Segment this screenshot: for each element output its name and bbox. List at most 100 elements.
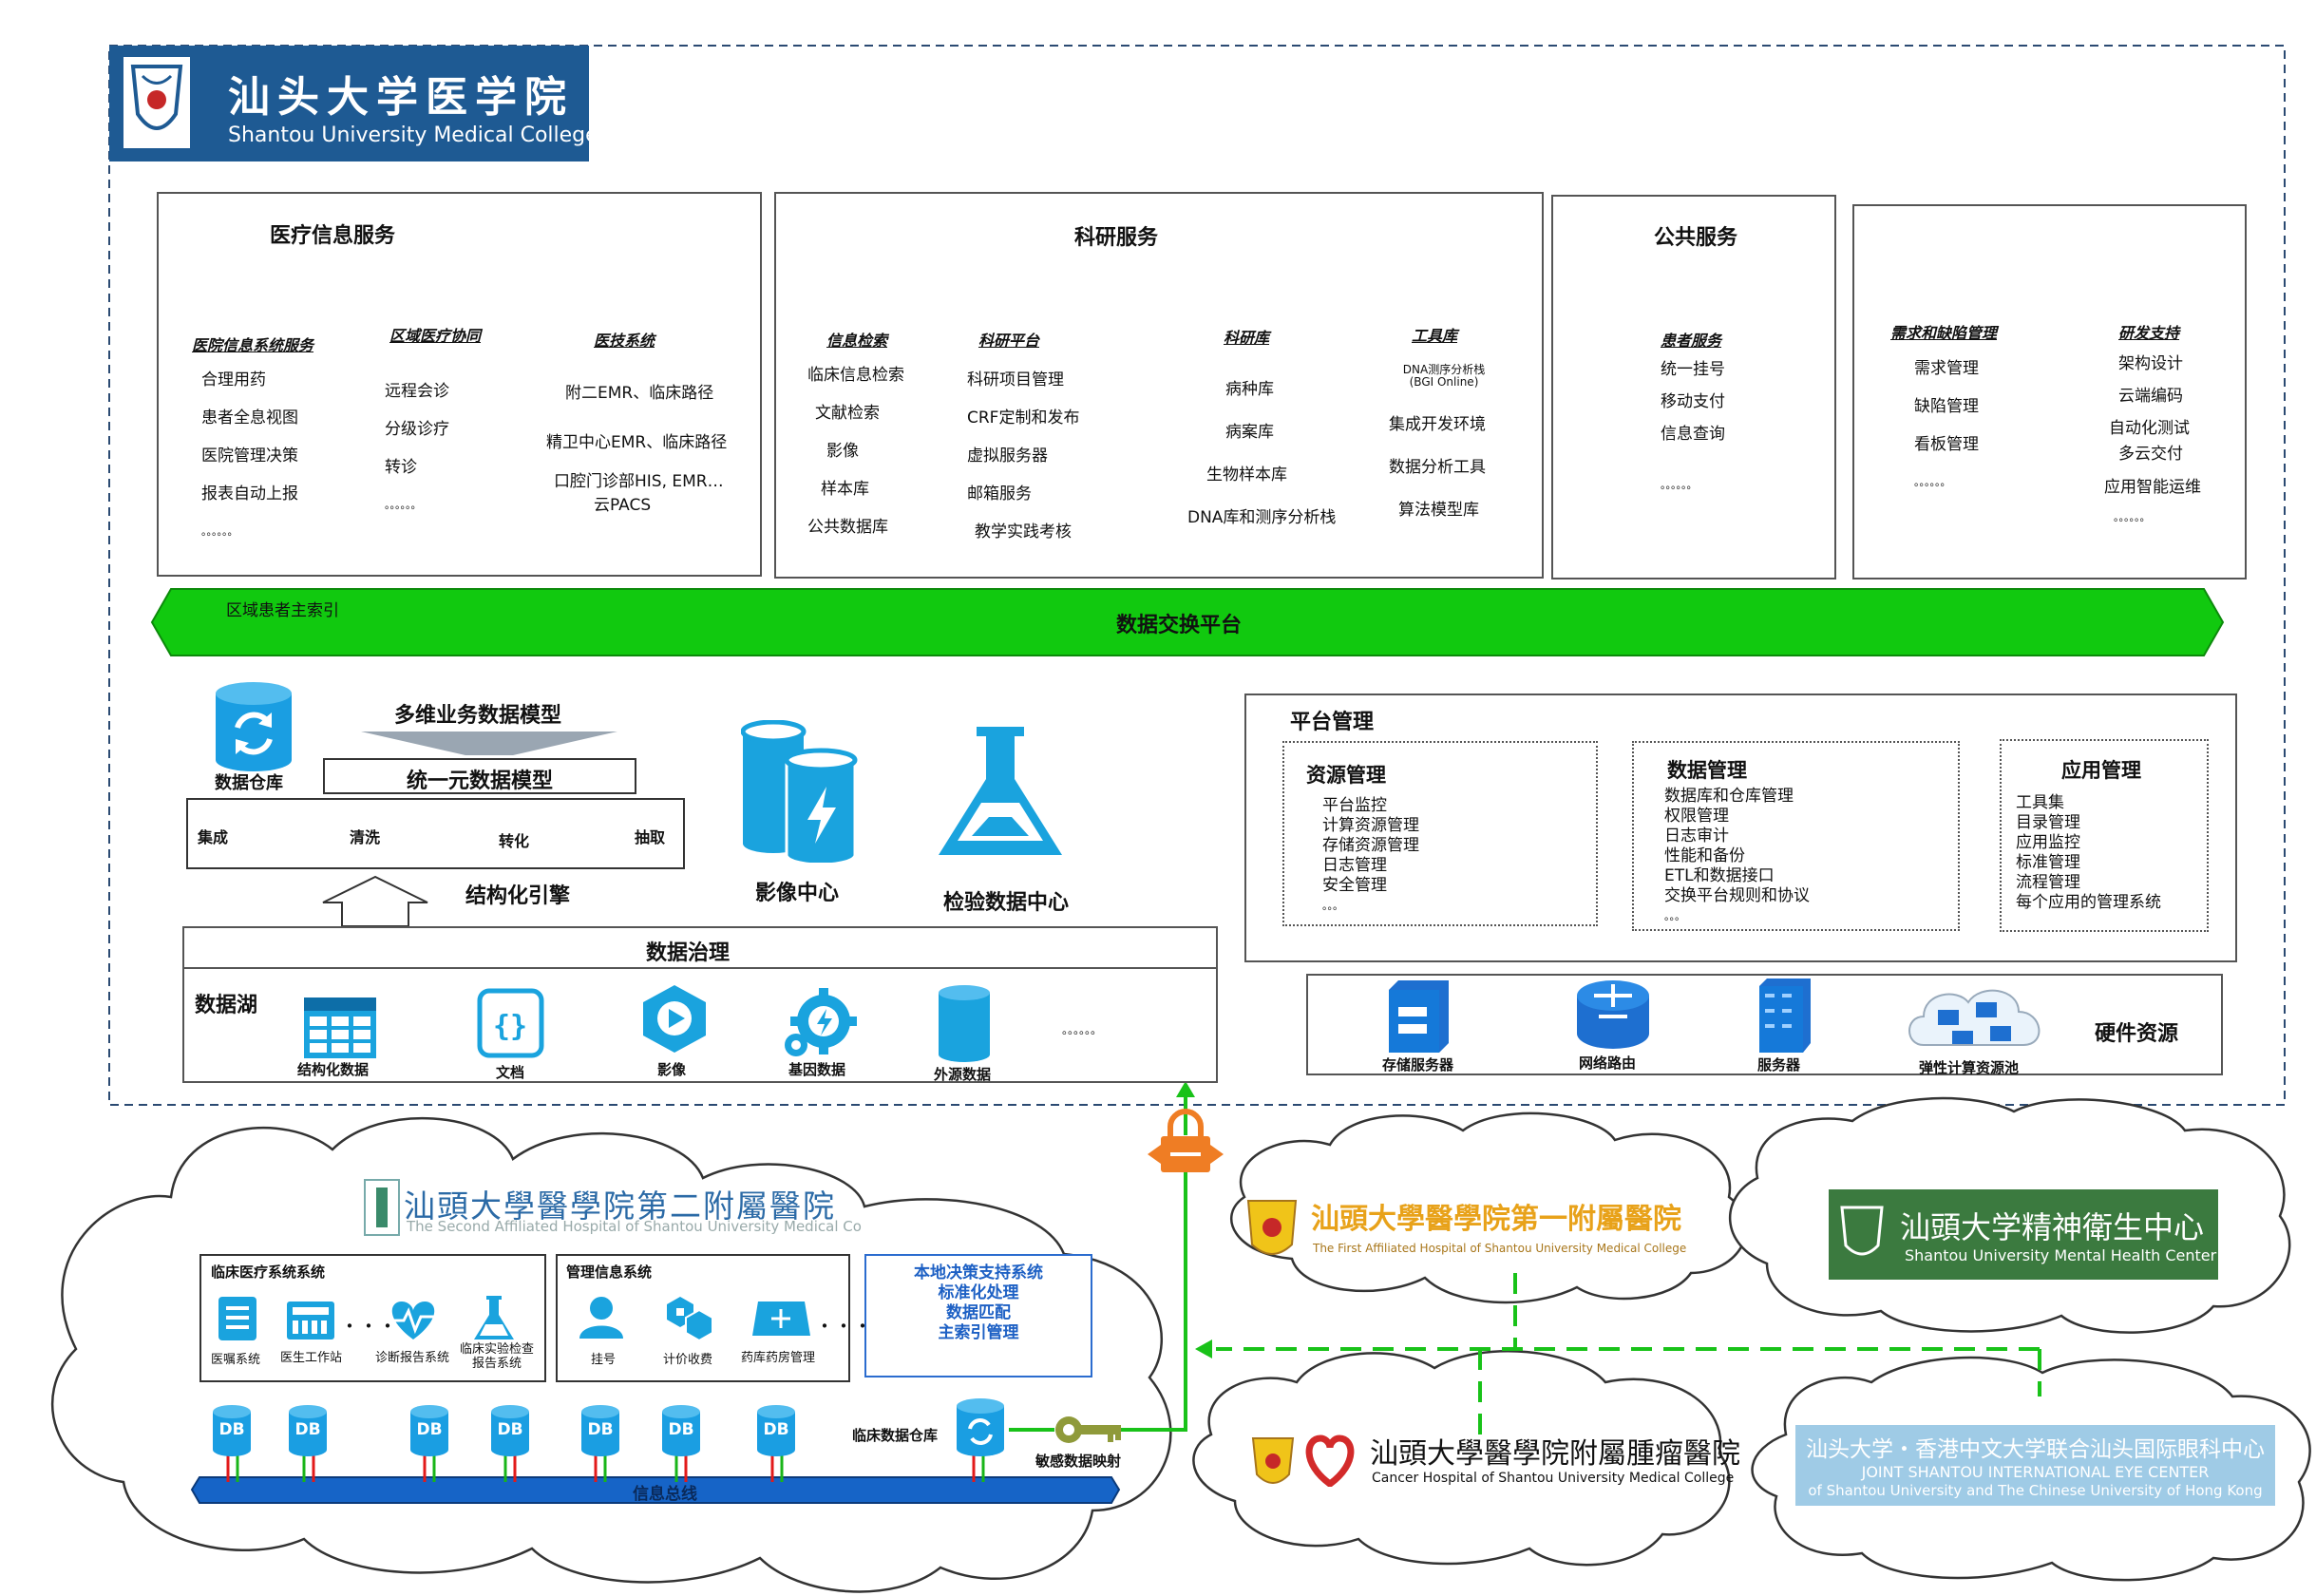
list-item: 临床信息检索 bbox=[807, 366, 904, 385]
eye-name-en1: JOINT SHANTOU INTERNATIONAL EYE CENTER bbox=[1861, 1463, 2210, 1481]
hardware-label: 服务器 bbox=[1757, 1056, 1801, 1074]
multi-model-label: 多维业务数据模型 bbox=[394, 704, 562, 728]
etl-box bbox=[186, 798, 685, 869]
flask-icon bbox=[939, 727, 1062, 855]
medical-group-list: 附二EMR、临床路径 精卫中心EMR、临床路径 口腔门诊部HIS, EMR… 云… bbox=[546, 369, 727, 515]
etl-step: 抽取 bbox=[635, 828, 666, 846]
warehouse-label: 数据仓库 bbox=[215, 773, 283, 793]
cancer-name-en: Cancer Hospital of Shantou University Me… bbox=[1372, 1471, 1735, 1486]
cancer-name-cn: 汕頭大學醫學院附屬腫瘤醫院 bbox=[1370, 1437, 1740, 1471]
list-item: 目录管理 bbox=[2016, 813, 2080, 832]
hardware-label: 网络路由 bbox=[1579, 1054, 1637, 1072]
lake-item-label: 结构化数据 bbox=[297, 1061, 370, 1078]
lake-item-label: 基因数据 bbox=[788, 1061, 846, 1078]
sensitive-mapping-label: 敏感数据映射 bbox=[1035, 1453, 1122, 1470]
list-item: 。。。。。。 bbox=[1914, 476, 1951, 488]
resource-mgmt-box bbox=[1282, 741, 1598, 926]
management-item: 挂号 bbox=[591, 1353, 617, 1367]
research-group-list: 科研项目管理 CRF定制和发布 虚拟服务器 邮箱服务 教学实践考核 bbox=[967, 361, 1079, 551]
medical-group-title: 医技系统 bbox=[594, 332, 655, 350]
list-item: 病案库 bbox=[1225, 423, 1274, 442]
list-item: 数据库和仓库管理 bbox=[1664, 787, 1794, 806]
dna-stack: DNA测序分析栈 bbox=[1402, 363, 1486, 376]
engine-up-arrow bbox=[322, 875, 428, 927]
list-item: 虚拟服务器 bbox=[967, 446, 1048, 466]
db-label: DB bbox=[416, 1420, 443, 1439]
clinical-item: 医嘱系统 bbox=[211, 1353, 261, 1367]
list-item: 应用监控 bbox=[2016, 833, 2080, 852]
platform-panel bbox=[1244, 694, 2237, 962]
lake-item-label: 影像 bbox=[657, 1061, 687, 1078]
clinical-item: 医生工作站 bbox=[280, 1351, 343, 1365]
list-item: 数据分析工具 bbox=[1389, 458, 1486, 477]
hospital2-name-en: The Second Affiliated Hospital of Shanto… bbox=[407, 1218, 862, 1235]
db-cylinder-icon: DB bbox=[489, 1404, 531, 1457]
logo-en: Shantou University Medical College bbox=[228, 124, 598, 147]
workstation-icon bbox=[287, 1302, 334, 1340]
list-item: 。。。。。。 bbox=[2114, 511, 2151, 523]
list-item: 数据匹配 bbox=[946, 1303, 1011, 1322]
list-item: 标准化处理 bbox=[938, 1283, 1019, 1302]
table-icon bbox=[304, 998, 376, 1058]
db-cylinder-icon: DB bbox=[211, 1404, 253, 1457]
list-item: ETL和数据接口 bbox=[1664, 866, 1775, 885]
devsupport-title: 研发支持服务 bbox=[1984, 230, 2110, 254]
public-group-title: 患者服务 bbox=[1661, 332, 1722, 350]
db-label: DB bbox=[763, 1420, 789, 1439]
medical-group-title: 区域医疗协同 bbox=[389, 327, 482, 345]
database-icon bbox=[939, 985, 990, 1062]
list-item: 缺陷管理 bbox=[1914, 397, 1979, 416]
devsupport-panel bbox=[1852, 204, 2247, 580]
mental-health-emblem-icon bbox=[1840, 1206, 1884, 1256]
list-item: 看板管理 bbox=[1914, 435, 1979, 454]
db-label: DB bbox=[668, 1420, 694, 1439]
management-more: ・・・ bbox=[815, 1315, 872, 1338]
list-item: 公共数据库 bbox=[807, 518, 888, 537]
list-item: 日志管理 bbox=[1322, 856, 1387, 875]
app-mgmt-box bbox=[2000, 739, 2209, 932]
lake-item-label: 外源数据 bbox=[934, 1066, 992, 1083]
lab-center-label: 检验数据中心 bbox=[943, 891, 1070, 915]
research-group-list: 临床信息检索 文献检索 影像 样本库 公共数据库 bbox=[807, 356, 904, 546]
list-item: 自动化测试 bbox=[2109, 419, 2190, 438]
data-mgmt-title: 数据管理 bbox=[1667, 759, 1747, 782]
heart-ribbon-icon bbox=[1305, 1434, 1355, 1487]
list-item: 架构设计 bbox=[2118, 354, 2183, 373]
list-item: 转诊 bbox=[385, 458, 417, 477]
list-item: 精卫中心EMR、临床路径 bbox=[546, 433, 728, 452]
public-title: 公共服务 bbox=[1653, 226, 1737, 250]
research-group-title: 科研平台 bbox=[978, 332, 1040, 350]
dashed-links bbox=[1216, 1273, 2041, 1434]
list-item: 存储资源管理 bbox=[1322, 836, 1419, 855]
hospital1-name-cn: 汕頭大學醫學院第一附屬醫院 bbox=[1311, 1203, 1681, 1236]
cloud-compute-icon bbox=[1908, 989, 2041, 1046]
smu-emblem-icon bbox=[123, 57, 190, 148]
mental-name-cn: 汕頭大学精神衛生中心 bbox=[1900, 1209, 2205, 1245]
list-item: 每个应用的管理系统 bbox=[2016, 893, 2161, 912]
heartbeat-icon bbox=[390, 1302, 436, 1340]
lake-item-label: 文档 bbox=[496, 1064, 525, 1081]
list-item: 日志审计 bbox=[1664, 826, 1729, 846]
public-group-list: 统一挂号 移动支付 信息查询 。。。。。。 bbox=[1661, 353, 1725, 502]
db-label: DB bbox=[587, 1420, 614, 1439]
hardware-label: 弹性计算资源池 bbox=[1919, 1059, 2020, 1076]
exchange-sublabel: 区域患者主索引 bbox=[226, 601, 339, 620]
medical-title: 医疗信息服务 bbox=[269, 224, 395, 248]
list-item: 口腔门诊部HIS, EMR… bbox=[554, 472, 724, 491]
db-cylinder-icon: DB bbox=[660, 1404, 702, 1457]
key-icon bbox=[1055, 1416, 1121, 1443]
database-sync-icon bbox=[216, 682, 292, 771]
devsupport-group-title: 研发支持 bbox=[2118, 324, 2180, 342]
list-item: 移动支付 bbox=[1661, 392, 1725, 411]
clinical-item: 诊断报告系统 bbox=[375, 1351, 450, 1365]
list-item: 计算资源管理 bbox=[1322, 816, 1419, 835]
devsupport-group-list: 需求管理 缺陷管理 看板管理 。。。。。。 bbox=[1914, 350, 1979, 502]
list-item: 样本库 bbox=[821, 480, 869, 499]
governance-divider bbox=[182, 967, 1218, 969]
exchange-title: 数据交换平台 bbox=[1116, 614, 1243, 637]
list-item: 云PACS bbox=[594, 496, 652, 515]
server-icon bbox=[1759, 978, 1811, 1053]
research-panel bbox=[774, 192, 1544, 579]
smu-logo: 汕头大学医学院 Shantou University Medical Colle… bbox=[109, 46, 598, 162]
list-item: 交换平台规则和协议 bbox=[1664, 886, 1810, 905]
